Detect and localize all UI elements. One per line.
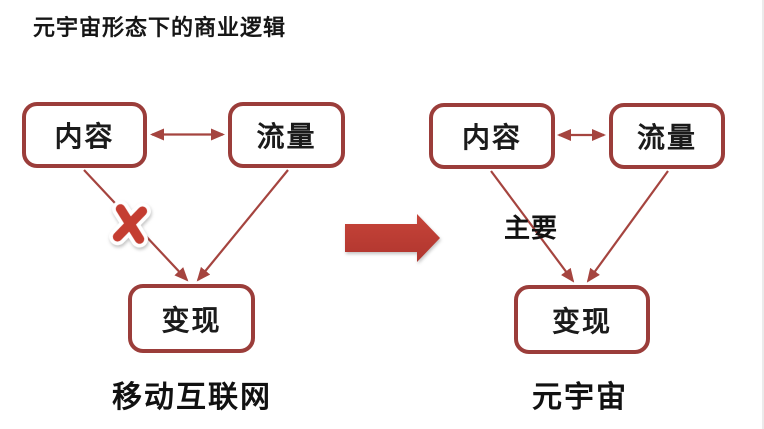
right-edge-label-primary: 主要 [504, 213, 559, 243]
left-node-monetize: 变现 [128, 284, 255, 353]
right-node-monetize: 变现 [514, 285, 650, 354]
right-content-to-monetize-arrow [490, 170, 575, 283]
right-node-content: 内容 [429, 103, 555, 169]
left-diagram-caption: 移动互联网 [112, 381, 272, 414]
right-traffic-to-monetize-arrow [586, 170, 669, 283]
transform-right-arrow-icon [345, 214, 440, 262]
page-title: 元宇宙形态下的商业逻辑 [33, 15, 287, 40]
left-node-traffic: 流量 [228, 102, 345, 168]
right-node-traffic: 流量 [609, 103, 725, 169]
left-node-content: 内容 [22, 102, 147, 168]
right-diagram-caption: 元宇宙 [532, 381, 628, 414]
x-blocked-icon [109, 200, 151, 248]
left-traffic-to-monetize-arrow [196, 169, 289, 282]
